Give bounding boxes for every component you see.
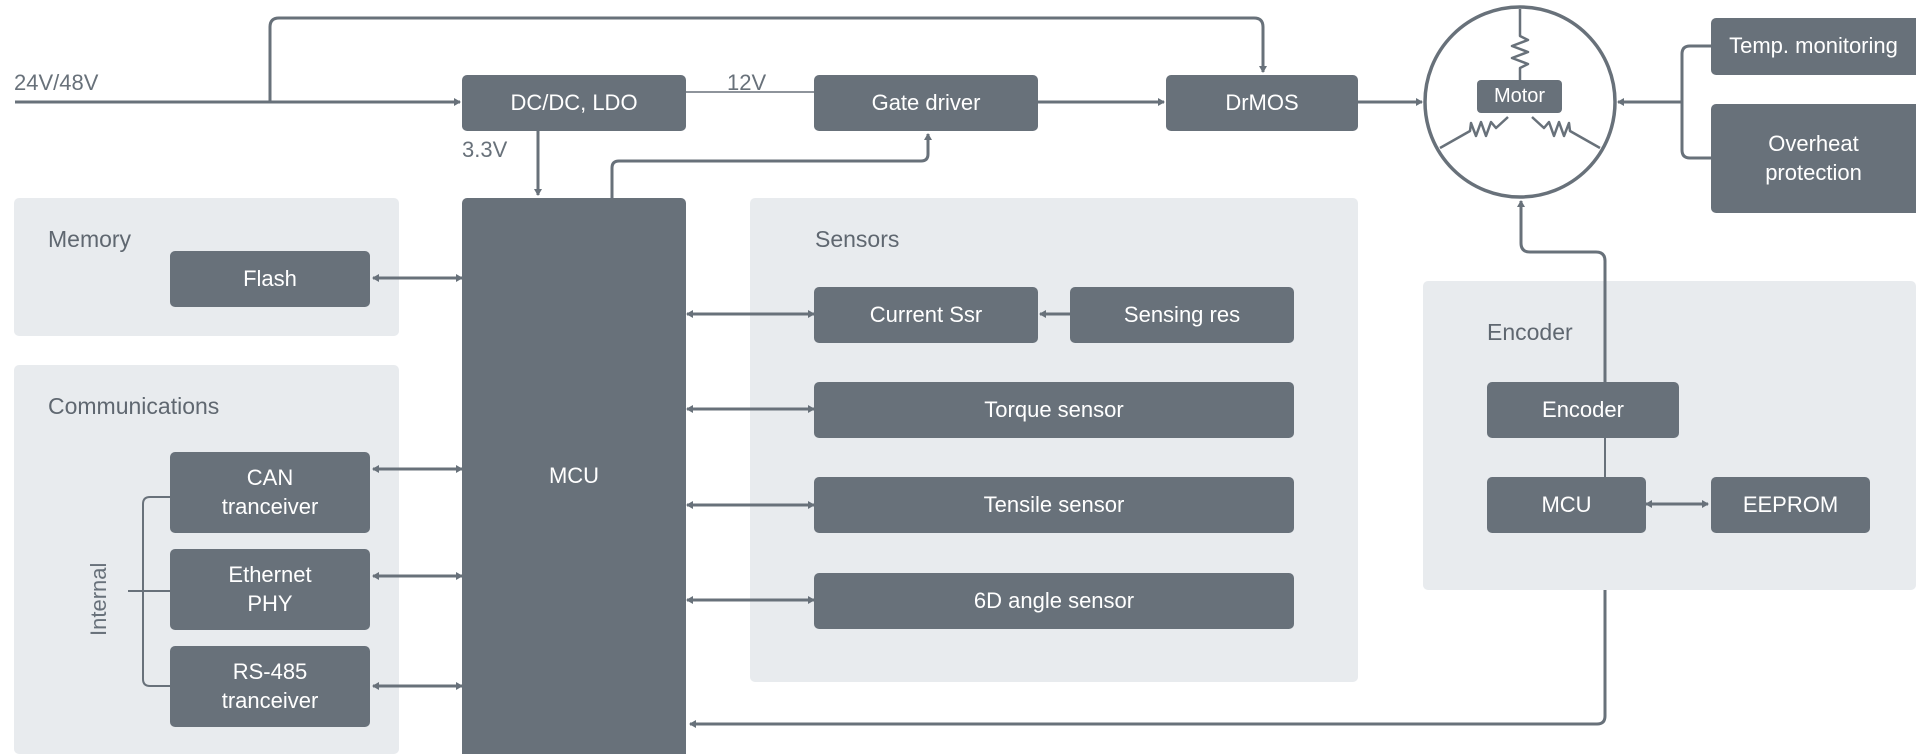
torque-sensor-block: Torque sensor [814,382,1294,438]
sensing-res-block: Sensing res [1070,287,1294,343]
sensors-group-label: Sensors [815,226,900,252]
gate-driver-block: Gate driver [814,75,1038,131]
temp-monitoring-block: Temp. monitoring [1711,18,1916,75]
encoder-to-motor-wire [1517,200,1607,382]
internal-label: Internal [86,562,111,636]
motor-label: Motor [1477,80,1562,113]
thermal-feedback-wire [1680,44,1711,160]
overheat-protection-block: Overheat protection [1711,104,1916,213]
rs485-transceiver-block: RS-485 tranceiver [170,646,370,727]
motor-symbol [1423,5,1617,199]
drmos-block: DrMOS [1166,75,1358,131]
angle6d-sensor-block: 6D angle sensor [814,573,1294,629]
memory-group-label: Memory [48,226,132,252]
encoder-mcu-block: MCU [1487,477,1646,533]
rail-3v3-label: 3.3V [462,137,508,162]
current-ssr-block: Current Ssr [814,287,1038,343]
tensile-sensor-block: Tensile sensor [814,477,1294,533]
communications-group-label: Communications [48,393,220,419]
rail-12v-label: 12V [727,70,767,95]
eeprom-block: EEPROM [1711,477,1870,533]
encoder-block: Encoder [1487,382,1679,438]
encoder-group-label: Encoder [1487,319,1573,345]
mcu-main-block: MCU [462,198,686,754]
ethernet-phy-block: Ethernet PHY [170,549,370,630]
flash-block: Flash [170,251,370,307]
mcu-to-gate-driver-wire [610,133,932,198]
input-voltage-label: 24V/48V [14,70,99,95]
power-bypass-wire [268,16,1267,102]
encoder-to-mcu-wire [689,590,1607,728]
can-transceiver-block: CAN tranceiver [170,452,370,533]
dcdc-ldo-block: DC/DC, LDO [462,75,686,131]
